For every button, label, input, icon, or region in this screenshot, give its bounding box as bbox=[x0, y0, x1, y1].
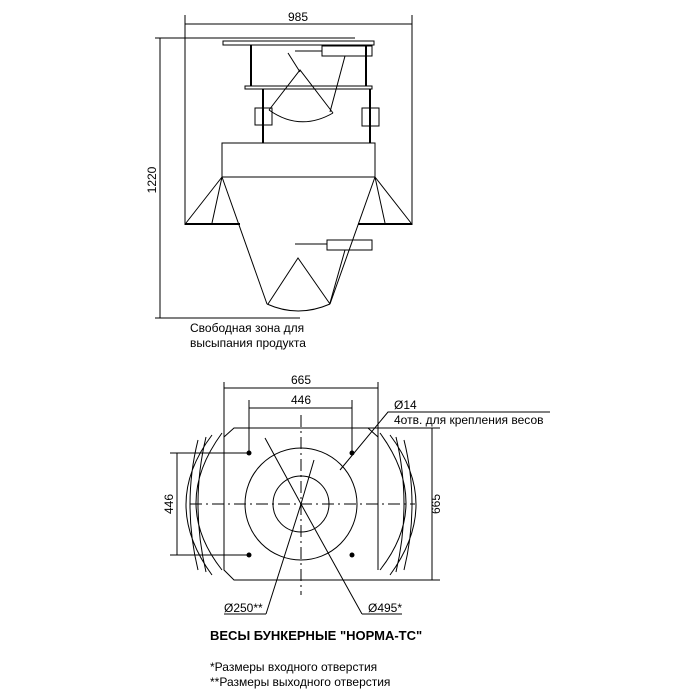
drawing-title: ВЕСЫ БУНКЕРНЫЕ "НОРМА-ТС" bbox=[210, 628, 422, 643]
side-view: 985 1220 Свободная зона для высыпания bbox=[145, 10, 413, 350]
left-height-dim-label: 446 bbox=[162, 494, 176, 514]
outer-width-dim-label: 665 bbox=[291, 373, 311, 387]
top-plate bbox=[222, 40, 375, 46]
hole-note: 4отв. для крепления весов bbox=[394, 413, 544, 427]
footnote-outlet: **Размеры выходного отверстия bbox=[210, 675, 390, 689]
right-height-dim-label: 665 bbox=[429, 494, 443, 514]
plan-view: 665 446 446 665 Ø14 4отв. для крепления … bbox=[162, 373, 550, 615]
load-cell-right bbox=[361, 107, 380, 127]
hopper-body bbox=[221, 142, 376, 178]
width-dim-label: 985 bbox=[288, 10, 308, 24]
height-dim-label: 1220 bbox=[145, 166, 159, 193]
outlet-diameter-label: Ø250** bbox=[224, 601, 263, 615]
inlet-diameter-label: Ø495* bbox=[368, 601, 402, 615]
right-arc-supports bbox=[379, 432, 417, 576]
load-cell-left bbox=[254, 107, 273, 126]
bottom-cylinder bbox=[326, 239, 373, 251]
free-zone-note-2: высыпания продукта bbox=[190, 336, 306, 350]
footnote-inlet: *Размеры входного отверстия bbox=[210, 660, 377, 674]
hole-diameter-label: Ø14 bbox=[394, 398, 417, 412]
support-wings bbox=[185, 176, 412, 224]
base-plate bbox=[223, 427, 440, 581]
bolt-spacing-dim-label: 446 bbox=[291, 393, 311, 407]
left-arc-supports bbox=[185, 432, 223, 576]
top-cylinder bbox=[321, 45, 373, 57]
free-zone-note-1: Свободная зона для bbox=[190, 321, 304, 335]
mid-bar bbox=[244, 85, 373, 90]
